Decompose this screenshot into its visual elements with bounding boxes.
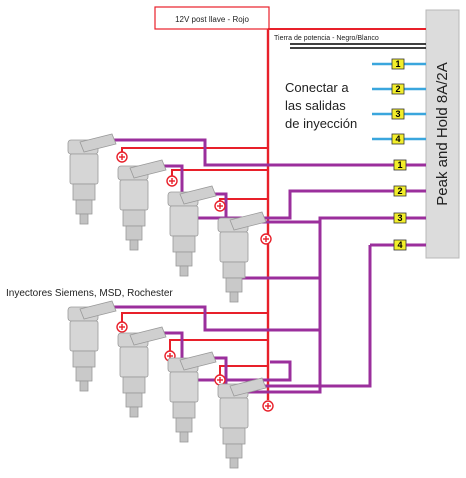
signal-pin-1 — [393, 159, 407, 171]
signal-pin-1-label: 1 — [397, 160, 402, 170]
injector-b3 — [167, 351, 217, 443]
injection-outputs: Conectar a las salidas de inyección 1 2 … — [285, 58, 426, 145]
output-pin-1 — [391, 58, 405, 70]
connect-label-line1: Conectar a — [285, 80, 349, 95]
injector-a4 — [217, 211, 267, 303]
power-feed: 12V post llave - Rojo — [154, 6, 426, 400]
signal-pin-3-label: 3 — [397, 213, 402, 223]
output-pin-4-label: 4 — [395, 134, 400, 144]
output-pin-2-label: 2 — [395, 84, 400, 94]
signal-pin-2-label: 2 — [397, 186, 402, 196]
connect-label-line3: de inyección — [285, 116, 357, 131]
output-pin-1-label: 1 — [395, 59, 400, 69]
peak-and-hold-module: Peak and Hold 8A/2A — [425, 9, 460, 259]
injector-a3-plus-icon — [214, 200, 226, 212]
injector-signal-pins: 1 2 3 4 — [393, 159, 407, 251]
output-pin-3-label: 3 — [395, 109, 400, 119]
injector-a2 — [117, 159, 167, 251]
power-label: 12V post llave - Rojo — [175, 15, 249, 24]
injector-group-a — [67, 133, 272, 303]
output-pin-2 — [391, 83, 405, 95]
ground-wire: Tierra de potencia - Negro/Blanco — [274, 35, 426, 49]
injector-a4-plus-icon — [260, 233, 272, 245]
injector-a2-plus-icon — [166, 175, 178, 187]
signal-pin-3 — [393, 212, 407, 224]
injector-b1 — [67, 300, 117, 392]
injector-group-b — [67, 300, 274, 469]
signal-pin-4 — [393, 239, 407, 251]
injector-a3 — [167, 185, 217, 277]
module-label: Peak and Hold 8A/2A — [434, 62, 451, 205]
output-pin-4 — [391, 133, 405, 145]
power-label-box — [154, 6, 270, 30]
ground-label: Tierra de potencia - Negro/Blanco — [274, 35, 379, 42]
injector-b1-plus-icon — [116, 321, 128, 333]
injector-a1-plus-icon — [116, 151, 128, 163]
injector-a1 — [67, 133, 117, 225]
injector-b4-plus-icon — [262, 400, 274, 412]
injector-b2 — [117, 326, 167, 418]
connect-label-line2: las salidas — [285, 98, 346, 113]
injector-b3-plus-icon — [214, 374, 226, 386]
injectors-note: Inyectores Siemens, MSD, Rochester — [6, 288, 173, 299]
signal-pin-4-label: 4 — [397, 240, 402, 250]
signal-pin-2 — [393, 185, 407, 197]
output-pin-3 — [391, 108, 405, 120]
